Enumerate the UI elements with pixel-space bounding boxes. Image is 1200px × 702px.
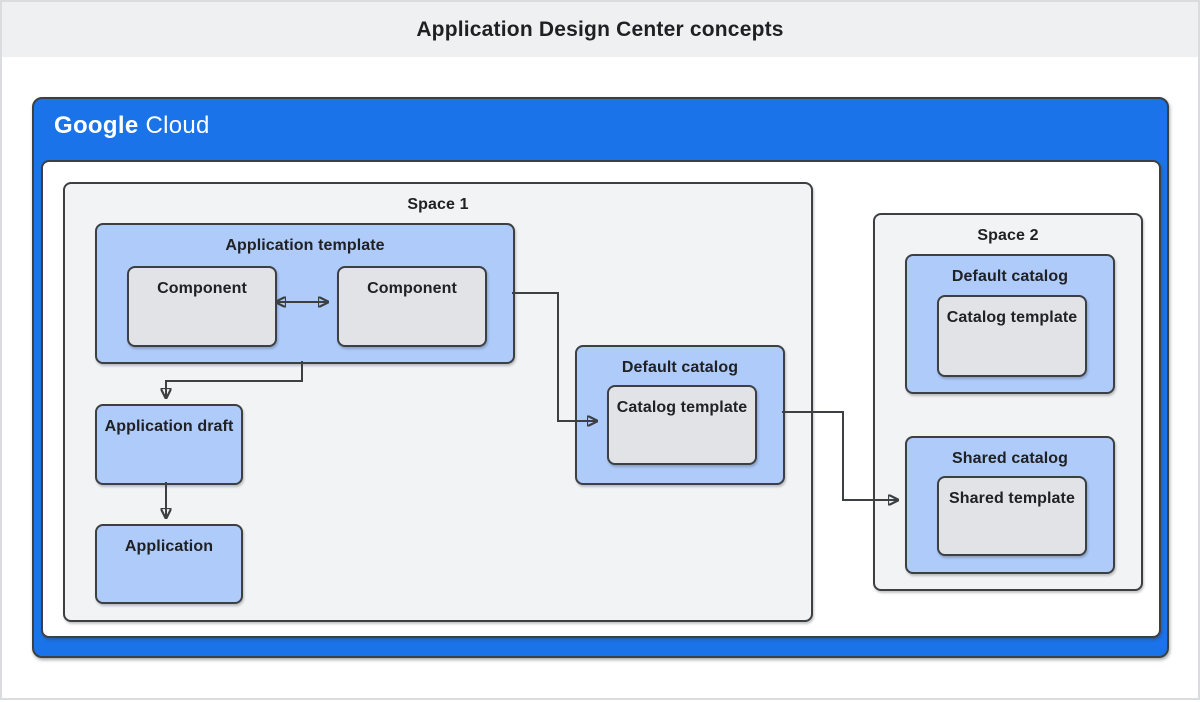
node-application-template-label: Application template — [225, 237, 385, 254]
cloud-wordmark: Cloud — [145, 112, 210, 139]
space-2-container: Space 2 Default catalog Catalog template… — [873, 213, 1143, 591]
node-component-2: Component — [337, 266, 487, 347]
node-application: Application — [95, 524, 243, 604]
node-default-catalog-space1: Default catalog Catalog template — [575, 345, 785, 485]
node-default-catalog-space2-label: Default catalog — [951, 268, 1069, 285]
node-default-catalog-space1-label: Default catalog — [621, 359, 739, 376]
space-2-label: Space 2 — [977, 227, 1039, 244]
node-application-template: Application template Component Component — [95, 223, 515, 364]
google-cloud-frame: Google Cloud Space 1 Application templat… — [32, 97, 1169, 658]
node-component-2-label: Component — [367, 280, 457, 297]
node-default-catalog-space2: Default catalog Catalog template — [905, 254, 1115, 394]
node-catalog-template-space1-label: Catalog template — [616, 399, 748, 416]
node-application-draft: Application draft — [95, 404, 243, 485]
space-1-label: Space 1 — [407, 196, 469, 213]
google-wordmark: Google — [54, 112, 139, 139]
node-catalog-template-space1: Catalog template — [607, 385, 757, 465]
page-title: Application Design Center concepts — [416, 17, 784, 41]
space-1-container: Space 1 Application template Component C… — [63, 182, 813, 622]
node-shared-catalog-label: Shared catalog — [951, 450, 1069, 467]
project-canvas: Space 1 Application template Component C… — [41, 160, 1161, 638]
page-title-band: Application Design Center concepts — [2, 2, 1198, 57]
node-shared-catalog: Shared catalog Shared template — [905, 436, 1115, 574]
node-shared-template: Shared template — [937, 476, 1087, 556]
node-catalog-template-space2: Catalog template — [937, 295, 1087, 377]
node-shared-template-label: Shared template — [949, 490, 1075, 507]
node-application-draft-label: Application draft — [104, 418, 234, 435]
google-cloud-logo: Google Cloud — [54, 112, 210, 140]
node-catalog-template-space2-label: Catalog template — [946, 309, 1078, 326]
node-application-label: Application — [124, 538, 214, 555]
node-component-1-label: Component — [157, 280, 247, 297]
node-component-1: Component — [127, 266, 277, 347]
